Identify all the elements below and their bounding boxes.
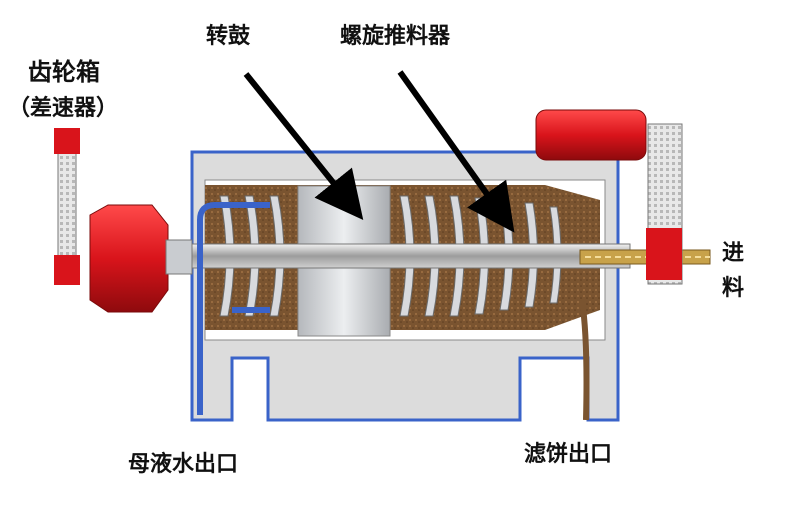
gearbox-sublabel: （差速器） (8, 96, 119, 121)
screw-pointer-arrow (397, 70, 515, 233)
gearbox-label: 齿轮箱 (28, 58, 100, 86)
drive-motor (535, 109, 683, 285)
feed-pipe (579, 249, 711, 265)
central-shaft (149, 243, 631, 269)
filter-cake-channel (579, 299, 590, 421)
bowl-label: 转鼓 (206, 24, 251, 49)
feed-label-line1: 进 (722, 241, 745, 266)
mother-liquor-outlet-label: 母液水出口 (128, 452, 239, 477)
bowl-pointer-arrow (243, 72, 364, 221)
mother-liquor-channel (197, 202, 270, 415)
gearbox (54, 128, 193, 313)
feed-label-line2: 料 (722, 276, 745, 301)
filter-cake-outlet-label: 滤饼出口 (524, 442, 613, 467)
screw-conveyor-label: 螺旋推料器 (340, 24, 451, 49)
